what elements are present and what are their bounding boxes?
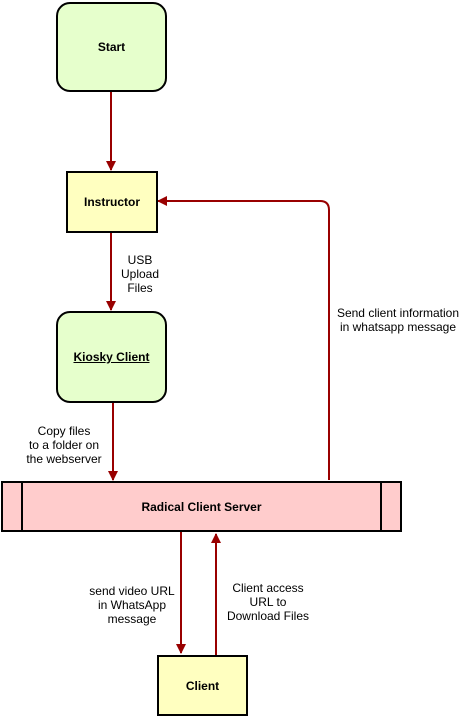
server-left-bar — [21, 483, 23, 530]
node-kiosk-client-label: Kiosky Client — [73, 350, 150, 364]
node-client: Client — [157, 655, 248, 716]
server-right-bar — [380, 483, 382, 530]
node-instructor-label: Instructor — [83, 195, 140, 209]
edge-label-send-client-info: Send client information in whatsapp mess… — [336, 306, 460, 334]
node-client-label: Client — [185, 678, 220, 693]
edge-label-send-video-url: send video URL in WhatsApp message — [89, 584, 175, 626]
edge-server-to-instructor — [157, 196, 330, 480]
edge-label-usb-upload: USB Upload Files — [120, 253, 160, 295]
edge-label-copy-files: Copy files to a folder on the webserver — [26, 424, 102, 466]
node-kiosk-client: Kiosky Client — [56, 311, 167, 403]
node-start-label: Start — [97, 40, 126, 54]
node-radical-client-server: Radical Client Server — [1, 481, 402, 532]
node-server-label: Radical Client Server — [141, 499, 262, 514]
edge-label-client-access: Client access URL to Download Files — [226, 581, 310, 623]
node-instructor: Instructor — [66, 171, 158, 233]
node-start: Start — [56, 2, 167, 92]
